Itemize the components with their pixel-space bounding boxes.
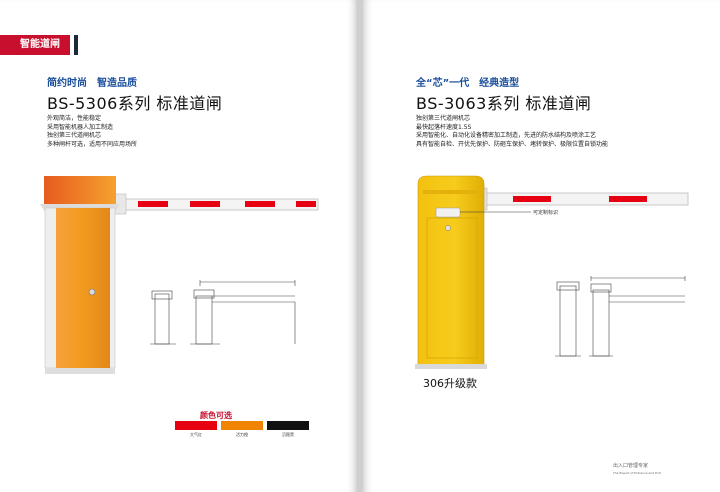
left-tagline: 简约时尚 智造品质	[47, 78, 137, 89]
section-tab-accent	[74, 35, 78, 55]
color-label-orange: 活力橙	[236, 432, 248, 437]
feature-line: 最快起落杆速度1.5S	[416, 123, 472, 131]
feature-line: 采用智能化、自动化设备精密加工制造，先进的防水结构及喷涂工艺	[416, 132, 597, 139]
color-swatch-black	[267, 421, 309, 430]
bs3063-gate-illustration	[415, 175, 689, 369]
footer-slogan: 出入口管理专家 The Expert of Entrance and Exit	[613, 463, 661, 477]
color-label-black: 沉稳黑	[282, 432, 294, 437]
footer-line-en: The Expert of Entrance and Exit	[613, 471, 661, 475]
book-gutter	[357, 0, 363, 492]
feature-line: 采用智能机器人加工制造	[47, 123, 114, 131]
custom-logo-callout: 可定制标识	[533, 210, 559, 216]
color-options-title: 颜色可选	[200, 411, 232, 420]
section-tab: 智能道闸	[0, 35, 70, 55]
right-title: BS-3063系列 标准道闸	[416, 94, 592, 113]
feature-line: 独创第三代道闸机芯	[416, 115, 471, 122]
left-page: 智能道闸 简约时尚 智造品质 BS-5306系列 标准道闸 外观简洁，性能稳定 …	[0, 0, 357, 492]
bs5306-gate-illustration	[40, 176, 319, 374]
color-label-red: 大气红	[190, 432, 202, 437]
left-features: 外观简洁，性能稳定 采用智能机器人加工制造 独创第三代道闸机芯 多种闸杆可选，适…	[47, 115, 137, 149]
color-swatch-orange	[221, 421, 263, 430]
feature-line: 外观简洁，性能稳定	[47, 115, 102, 122]
footer-line-cn: 出入口管理专家	[613, 463, 649, 469]
left-title: BS-5306系列 标准道闸	[47, 94, 223, 113]
right-features: 独创第三代道闸机芯 最快起落杆速度1.5S 采用智能化、自动化设备精密加工制造，…	[416, 115, 608, 149]
feature-line: 独创第三代道闸机芯	[47, 132, 102, 139]
right-page: 全“芯”一代 经典造型 BS-3063系列 标准道闸 独创第三代道闸机芯 最快起…	[363, 0, 720, 492]
upgrade-label: 306升级款	[423, 377, 477, 390]
feature-line: 具有智能自检、开优先保护、防砸车保护、堵转保护、极限位置自锁功能	[416, 140, 609, 148]
right-tagline: 全“芯”一代 经典造型	[416, 78, 520, 89]
color-swatch-red	[175, 421, 217, 430]
feature-line: 多种闸杆可选，适用不同应用场所	[47, 140, 138, 148]
